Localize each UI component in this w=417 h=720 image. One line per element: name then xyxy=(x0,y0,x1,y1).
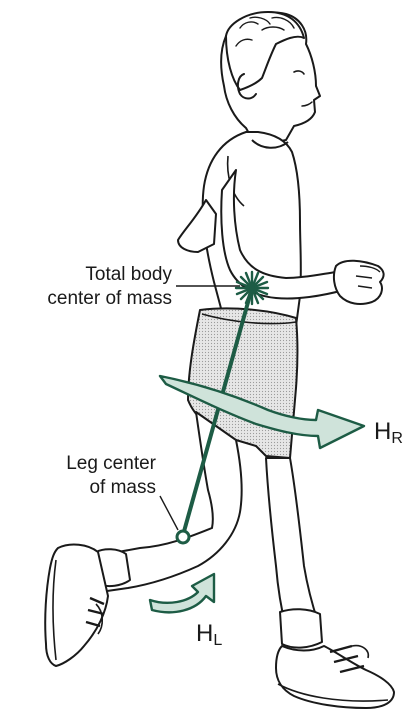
runner-front-shoe xyxy=(276,646,394,708)
total-com-label: Total body center of mass xyxy=(0,263,172,311)
runner-back-shoe xyxy=(45,545,108,666)
runner-back-arm xyxy=(178,200,216,252)
leg-com-marker xyxy=(177,531,189,543)
hl-label: HL xyxy=(196,620,222,655)
hr-label-sub: R xyxy=(391,430,403,447)
hr-label: HR xyxy=(374,418,403,453)
leg-com-leader xyxy=(160,496,178,530)
total-body-com-marker xyxy=(236,272,268,304)
total-com-label-line1: Total body xyxy=(0,263,172,287)
runner-front-leg xyxy=(266,458,322,648)
hl-label-sub: L xyxy=(213,632,222,649)
runner-back-leg xyxy=(96,412,242,592)
hl-label-main: H xyxy=(196,620,213,647)
leg-com-label: Leg center of mass xyxy=(0,452,156,500)
total-com-label-line2: center of mass xyxy=(0,287,172,311)
leg-com-label-line2: of mass xyxy=(0,476,156,500)
runner-head xyxy=(221,12,320,146)
leg-com-label-line1: Leg center xyxy=(0,452,156,476)
hr-label-main: H xyxy=(374,418,391,445)
